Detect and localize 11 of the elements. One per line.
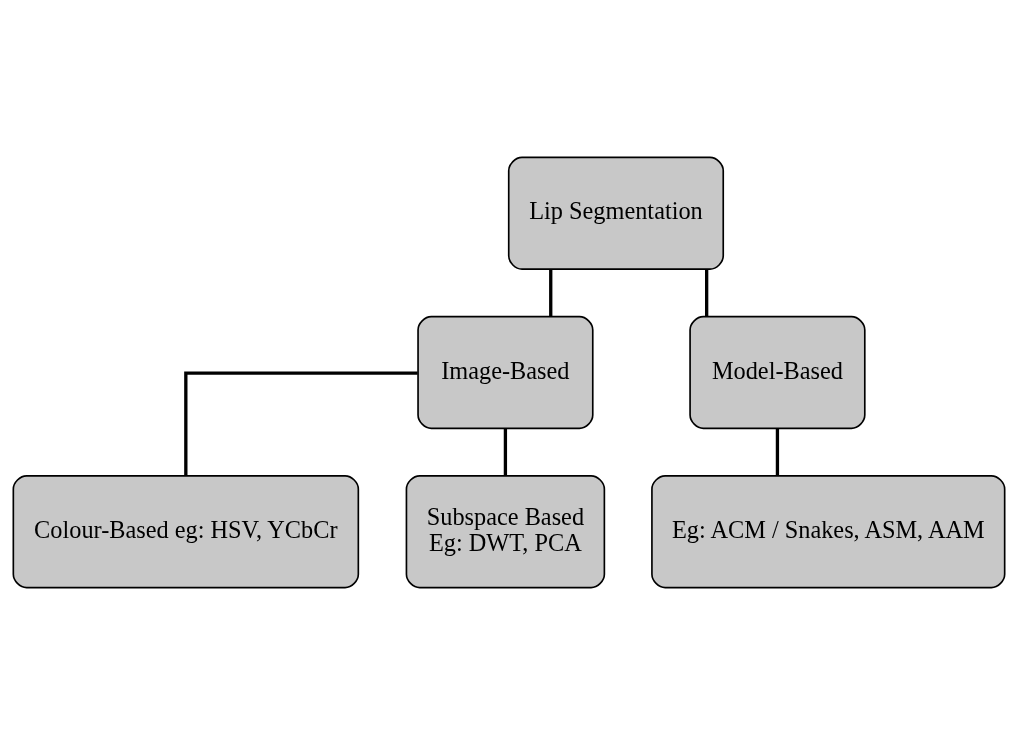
node-box: Eg: ACM / Snakes, ASM, AAM — [651, 475, 1006, 589]
node-box: Colour-Based eg: HSV, YCbCr — [12, 475, 360, 589]
connector — [184, 371, 418, 476]
node-box: Lip Segmentation — [507, 156, 725, 270]
connector — [549, 269, 553, 317]
node-box: Model-Based — [689, 315, 866, 430]
connector — [503, 428, 508, 476]
connector — [705, 269, 709, 317]
node-box: Image-Based — [417, 315, 594, 430]
connector — [775, 428, 780, 476]
node-box: Subspace Based Eg: DWT, PCA — [405, 475, 606, 589]
